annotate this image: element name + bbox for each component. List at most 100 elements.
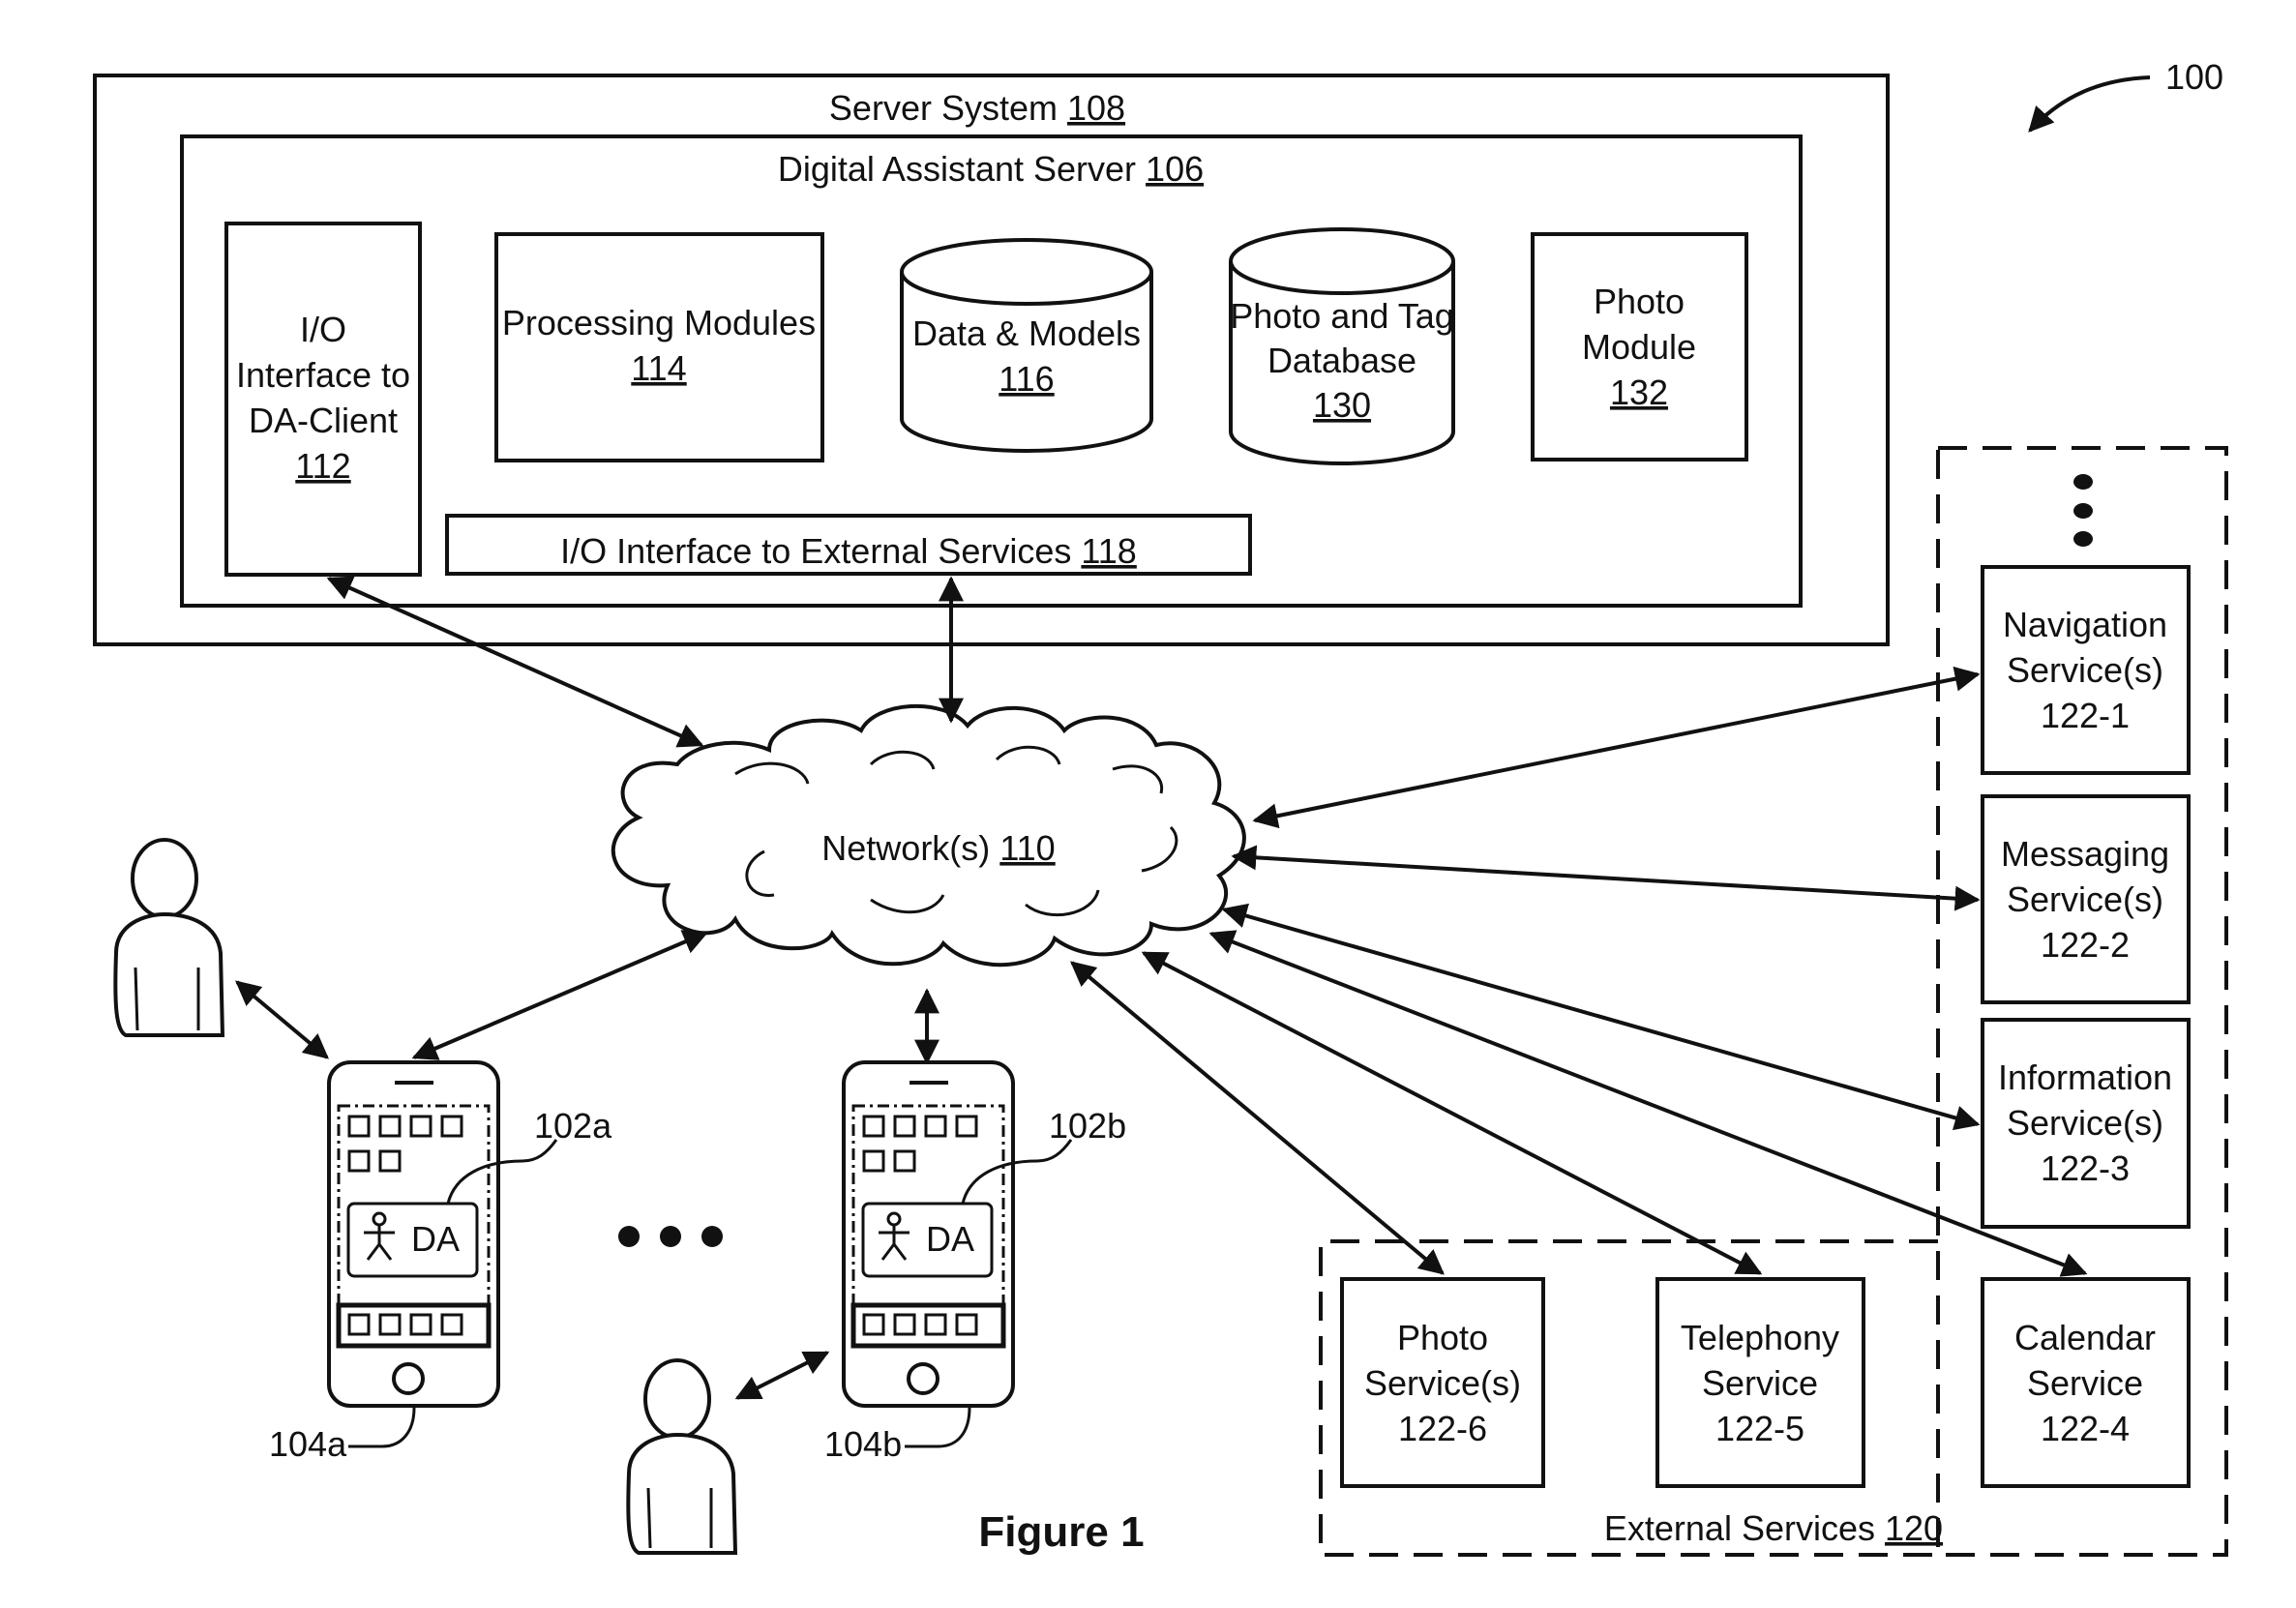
device-a-app-leader (446, 1139, 558, 1205)
device-a-dock (336, 1302, 492, 1349)
data-models-cylinder (900, 272, 1153, 453)
arrow-network-device-a (411, 930, 709, 1060)
device-b-dock (850, 1302, 1006, 1349)
data-models-ref: 116 (999, 359, 1054, 399)
calendar-service: Calendar Service 122-4 (1981, 1277, 2191, 1488)
external-services-row (1319, 1239, 1938, 1557)
io-external-ref: 118 (1081, 531, 1136, 571)
device-b-app-leader (961, 1139, 1073, 1205)
data-models-db: Data & Models 116 (900, 238, 1153, 453)
da-server-label: Digital Assistant Server (778, 149, 1136, 189)
external-services-ref: 120 (1885, 1508, 1943, 1548)
telephony-service: Telephony Service 122-5 (1655, 1277, 1865, 1488)
telephony-line1: Telephony (1681, 1318, 1839, 1357)
photo-service-box (1340, 1277, 1545, 1488)
svg-text:External Services 120: External Services 120 (1604, 1508, 1943, 1548)
navigation-service: Navigation Service(s) 122-1 (1981, 565, 2191, 775)
device-a-app-ref: 102a (534, 1106, 612, 1146)
network-cloud-shape (611, 704, 1246, 968)
device-b-da-label: DA (926, 1219, 974, 1259)
io-client-line3: DA-Client (249, 401, 398, 440)
server-system: Server System 108 (93, 74, 1890, 646)
telephony-service-box (1655, 1277, 1865, 1488)
connection-arrows (235, 576, 2088, 1400)
navigation-line2: Service(s) (2007, 650, 2163, 690)
messaging-service: Messaging Service(s) 122-2 (1981, 794, 2191, 1004)
device-b-app-ref: 102b (1049, 1106, 1126, 1146)
photo-tag-cylinder (1229, 261, 1455, 465)
svg-text:Digital Assistant Server 106: Digital Assistant Server 106 (778, 149, 1204, 189)
network-ref: 110 (999, 828, 1055, 868)
photo-tag-ref: 130 (1313, 385, 1371, 425)
photo-tag-db: Photo and Tag Database 130 (1229, 227, 1455, 465)
information-line2: Service(s) (2007, 1103, 2163, 1143)
device-b-assistant-icon (879, 1211, 909, 1261)
device-a: DA 102a 104a (269, 1060, 612, 1464)
arrow-network-information (1221, 903, 1981, 1131)
arrow-network-messaging (1231, 845, 1981, 911)
device-a-assistant-icon (364, 1211, 395, 1261)
svg-text:100: 100 (2165, 57, 2223, 97)
device-a-leader (348, 1407, 416, 1448)
user-b-head (643, 1358, 711, 1440)
network-cloud: Network(s) 110 (611, 704, 1246, 968)
svg-text:Server System 108: Server System 108 (829, 88, 1125, 128)
calendar-line2: Service (2027, 1363, 2143, 1403)
processing-modules: Processing Modules 114 (494, 232, 824, 462)
network-label: Network(s) (821, 828, 990, 868)
navigation-service-box (1981, 565, 2191, 775)
user-a-head (131, 838, 198, 919)
messaging-line3: 122-2 (2041, 925, 2130, 965)
arrow-user-a-device-a (235, 980, 329, 1059)
arrow-network-navigation (1252, 666, 1981, 829)
photo-tag-line2: Database (1267, 341, 1416, 380)
network-cloud-detail (734, 745, 1178, 917)
user-a (113, 838, 225, 1037)
user-a-body (113, 911, 225, 1037)
arrow-network-calendar (1208, 930, 2088, 1277)
device-b-dock-icons (862, 1313, 978, 1336)
arrow-user-b-device-b (734, 1351, 830, 1400)
messaging-line1: Messaging (2001, 834, 2169, 874)
io-external-box (445, 514, 1252, 576)
figure-ref-arrow (2028, 75, 2151, 133)
server-system-ref: 108 (1067, 88, 1125, 128)
device-b: DA 102b 104b (824, 1060, 1126, 1464)
data-models-cylinder-top (900, 238, 1153, 306)
telephony-line3: 122-5 (1715, 1409, 1804, 1448)
information-line1: Information (1998, 1057, 2172, 1097)
calendar-line3: 122-4 (2041, 1409, 2130, 1448)
svg-text:Network(s) 110: Network(s) 110 (821, 828, 1055, 868)
arrow-network-photo-service (1070, 961, 1445, 1275)
io-client-box (224, 222, 422, 577)
svg-text:I/O Interface to External Serv: I/O Interface to External Services 118 (560, 531, 1137, 571)
device-b-ref: 104b (824, 1424, 902, 1464)
device-a-da-app (346, 1202, 479, 1278)
device-b-home-button (907, 1362, 939, 1395)
photo-tag-cylinder-top (1229, 227, 1455, 295)
user-b (626, 1358, 738, 1555)
photo-module-ref: 132 (1610, 372, 1668, 412)
figure-caption: Figure 1 (978, 1508, 1144, 1556)
photo-module: Photo Module 132 (1531, 232, 1748, 462)
io-external-module: I/O Interface to External Services 118 (445, 514, 1252, 576)
device-b-da-app (861, 1202, 994, 1278)
calendar-line1: Calendar (2014, 1318, 2156, 1357)
device-b-leader (905, 1407, 971, 1448)
arrow-network-telephony (1141, 951, 1763, 1275)
io-client-ref: 112 (295, 446, 350, 486)
calendar-service-box (1981, 1277, 2191, 1488)
information-line3: 122-3 (2041, 1148, 2130, 1188)
telephony-line2: Service (1702, 1363, 1818, 1403)
processing-ref: 114 (631, 348, 686, 388)
device-a-ref: 104a (269, 1424, 347, 1464)
photo-service-line1: Photo (1397, 1318, 1488, 1357)
device-a-da-label: DA (411, 1219, 460, 1259)
user-b-body (626, 1432, 738, 1555)
processing-box (494, 232, 824, 462)
da-server-ref: 106 (1146, 149, 1204, 189)
figure-ref: 100 (2028, 57, 2223, 133)
photo-service-line3: 122-6 (1398, 1409, 1487, 1448)
photo-module-line2: Module (1582, 327, 1696, 367)
